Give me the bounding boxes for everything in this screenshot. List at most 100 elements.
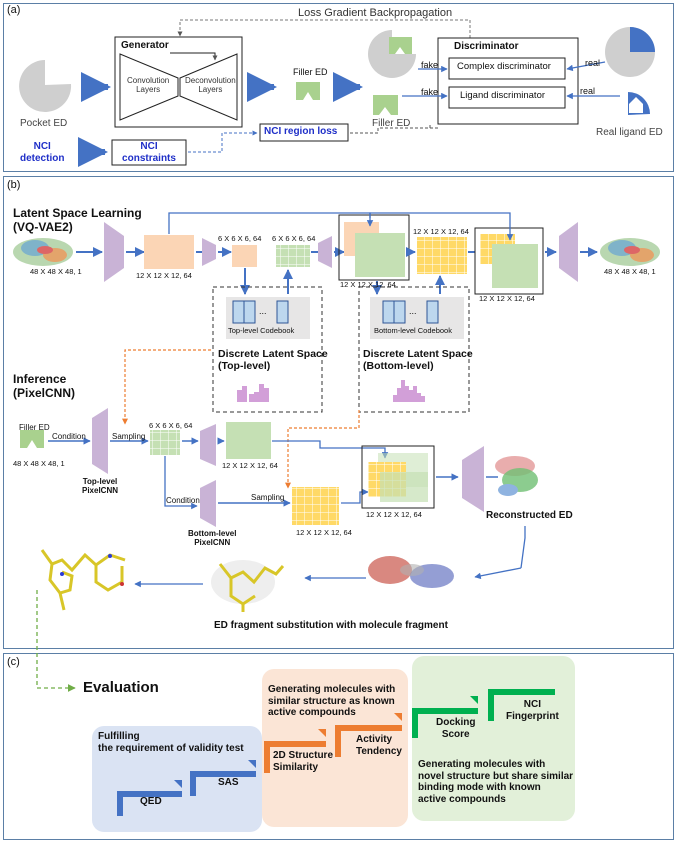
bottom-codebook-label: Bottom-level Codebook xyxy=(374,326,452,335)
pocket-ed-label: Pocket ED xyxy=(20,118,68,129)
box-green xyxy=(412,656,575,821)
dim-in: 48 X 48 X 48, 1 xyxy=(30,267,82,276)
panel-a-label: (a) xyxy=(7,4,21,16)
complex-disc-label: Complex discriminator xyxy=(457,61,551,72)
dim-12b: 12 X 12 X 12, 64 xyxy=(340,280,396,289)
inference-combined-block xyxy=(361,445,435,509)
qed-label: QED xyxy=(140,796,162,807)
dim-12c: 12 X 12 X 12, 64 xyxy=(413,227,469,236)
feature-6-a xyxy=(232,245,257,267)
filler-ed-mid-shape xyxy=(296,82,320,100)
panel-b-label: (b) xyxy=(7,179,21,191)
dim-12d: 12 X 12 X 12, 64 xyxy=(479,294,535,303)
discriminator-box xyxy=(437,37,579,125)
latent-top-label: Discrete Latent Space(Top-level) xyxy=(218,348,328,373)
nci-region-loss-box xyxy=(259,123,349,142)
sampling-1-label: Sampling xyxy=(112,432,146,441)
stair-activity xyxy=(335,725,402,757)
feature-12-c xyxy=(417,237,467,274)
stair-docking xyxy=(412,708,478,738)
input-ed-cloud xyxy=(13,238,73,266)
backprop-line xyxy=(177,19,471,38)
inference-decoder xyxy=(200,424,216,466)
inference-dim-6: 6 X 6 X 6, 64 xyxy=(149,421,193,430)
red-blue-ed-cloud xyxy=(368,556,454,588)
decoder-final xyxy=(559,222,578,282)
panel-a xyxy=(3,3,674,172)
filler-ed-bottom-shape xyxy=(373,95,398,115)
latent-top-box xyxy=(212,286,323,413)
substitution-label: ED fragment substitution with molecule f… xyxy=(214,620,448,631)
condition-1-label: Condition xyxy=(52,432,86,441)
latent-bottom-box xyxy=(358,286,470,413)
inference-filler-ed xyxy=(20,430,44,448)
top-codebook-ellipsis: ... xyxy=(259,306,267,316)
latent-title: Latent Space Learning(VQ-VAE2) xyxy=(13,206,142,234)
feature-6-b xyxy=(276,245,310,267)
reconstructed-ed-label: Reconstructed ED xyxy=(486,510,573,521)
filler-ed-mid-label: Filler ED xyxy=(293,67,328,77)
substituted-molecule xyxy=(211,560,285,612)
box-blue xyxy=(92,726,262,832)
sas-label: SAS xyxy=(218,777,239,788)
real-ligand-ed-label: Real ligand ED xyxy=(596,127,663,138)
evaluation-label: Evaluation xyxy=(83,679,159,696)
top-pixelcnn-shape xyxy=(92,408,108,474)
inference-feature-6 xyxy=(150,430,180,455)
inference-feature-12-b xyxy=(292,487,339,525)
bottom-codebook-ellipsis: ... xyxy=(409,306,417,316)
final-molecule xyxy=(40,549,126,611)
dim-out: 48 X 48 X 48, 1 xyxy=(604,267,656,276)
combined-block-2 xyxy=(474,227,544,295)
nci-region-loss-label: NCI region loss xyxy=(264,126,338,137)
bottom-pixelcnn-shape xyxy=(200,480,216,527)
inference-dim-12c: 12 X 12 X 12, 64 xyxy=(366,510,422,519)
stair-nci xyxy=(488,689,555,721)
sampling-2-label: Sampling xyxy=(251,493,285,502)
top-codebook-label: Top-level Codebook xyxy=(228,326,295,335)
output-ed-cloud xyxy=(600,238,660,266)
inference-final-decoder xyxy=(462,446,484,512)
stair-sas xyxy=(190,771,256,796)
inference-feature-12-a xyxy=(226,422,271,459)
fake-top-label: fake xyxy=(421,60,439,70)
real-top-label: real xyxy=(585,58,601,68)
discriminator-label: Discriminator xyxy=(454,41,519,52)
latent-bottom-label: Discrete Latent Space(Bottom-level) xyxy=(363,348,473,373)
dim-6a: 6 X 6 X 6, 64 xyxy=(218,234,262,243)
feature-12-a xyxy=(144,235,194,269)
nci-constraints-box xyxy=(111,139,187,166)
inference-dim-12b: 12 X 12 X 12, 64 xyxy=(296,528,352,537)
latent-top-histogram xyxy=(237,384,269,402)
inference-filler-label: Filler ED xyxy=(19,423,50,432)
inference-dim-12a: 12 X 12 X 12, 64 xyxy=(222,461,278,470)
panel-c xyxy=(3,653,674,840)
inference-title: Inference(PixelCNN) xyxy=(13,372,76,400)
decoder-top xyxy=(318,236,332,268)
condition-2-label: Condition xyxy=(166,496,200,505)
encoder-2 xyxy=(202,238,216,266)
fake-bottom-label: fake xyxy=(421,87,439,97)
reconstructed-ed-cloud xyxy=(495,456,538,496)
inference-dim-in: 48 X 48 X 48, 1 xyxy=(13,459,65,468)
stair-qed xyxy=(117,791,182,816)
filler-ed-bottom-label: Filler ED xyxy=(372,118,411,129)
panel-b xyxy=(3,176,674,649)
backprop-label: Loss Gradient Backpropagation xyxy=(298,7,453,19)
stair-2d xyxy=(264,741,326,773)
panel-c-label: (c) xyxy=(7,656,20,668)
latent-bottom-histogram xyxy=(393,380,425,402)
generator-label: Generator xyxy=(121,40,169,51)
real-bottom-label: real xyxy=(580,86,596,96)
